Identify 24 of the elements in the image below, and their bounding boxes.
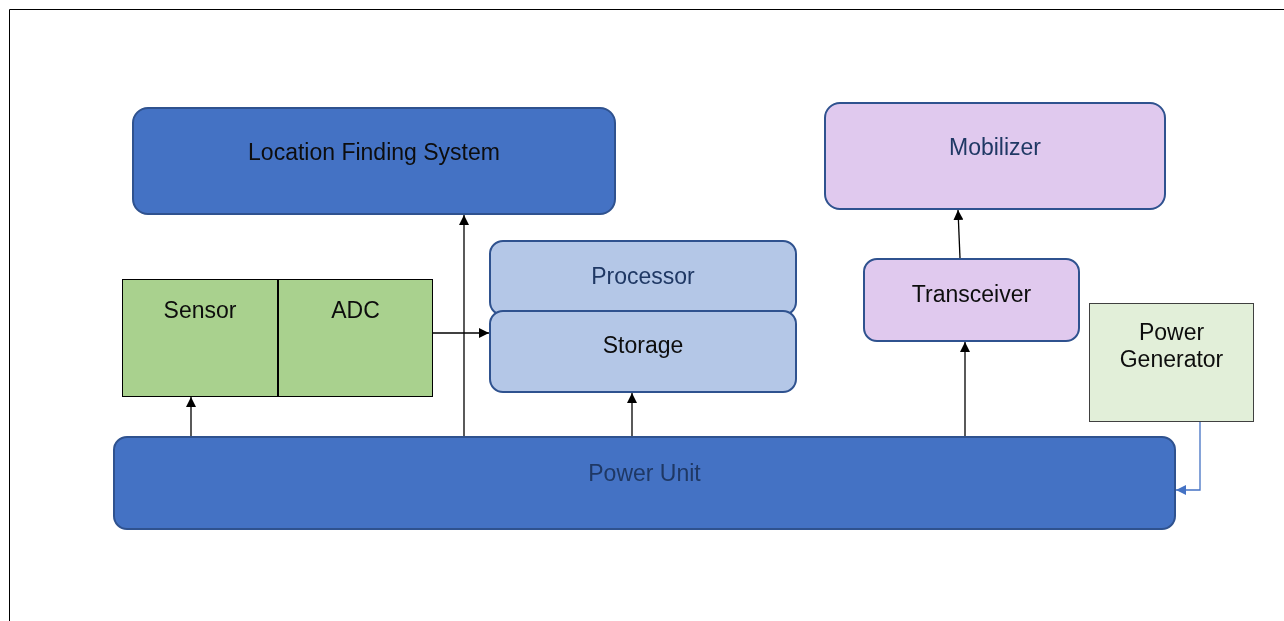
node-label: ADC	[331, 297, 380, 324]
node-label: Sensor	[163, 297, 237, 324]
module-box	[863, 258, 1080, 342]
module-box	[824, 102, 1166, 210]
module-box	[489, 310, 797, 393]
generator-box	[1089, 303, 1254, 422]
arrow	[1175, 421, 1201, 495]
arrow	[627, 392, 637, 437]
arrow	[459, 214, 469, 437]
arrow	[960, 341, 970, 437]
node-label: Location Finding System	[248, 139, 500, 166]
node-label: Transceiver	[911, 281, 1032, 308]
converter-box	[278, 279, 433, 397]
sensor-box	[122, 279, 278, 397]
arrow	[953, 209, 964, 259]
power-unit-box	[113, 436, 1176, 530]
node-label: Mobilizer	[949, 134, 1041, 161]
node-label: Power Unit	[588, 460, 701, 487]
node-label: Power Generator	[1118, 319, 1225, 373]
arrow	[186, 396, 196, 437]
node-label: Processor	[591, 263, 695, 290]
arrow	[432, 328, 490, 338]
system-box	[132, 107, 616, 215]
node-label: Storage	[602, 332, 684, 359]
